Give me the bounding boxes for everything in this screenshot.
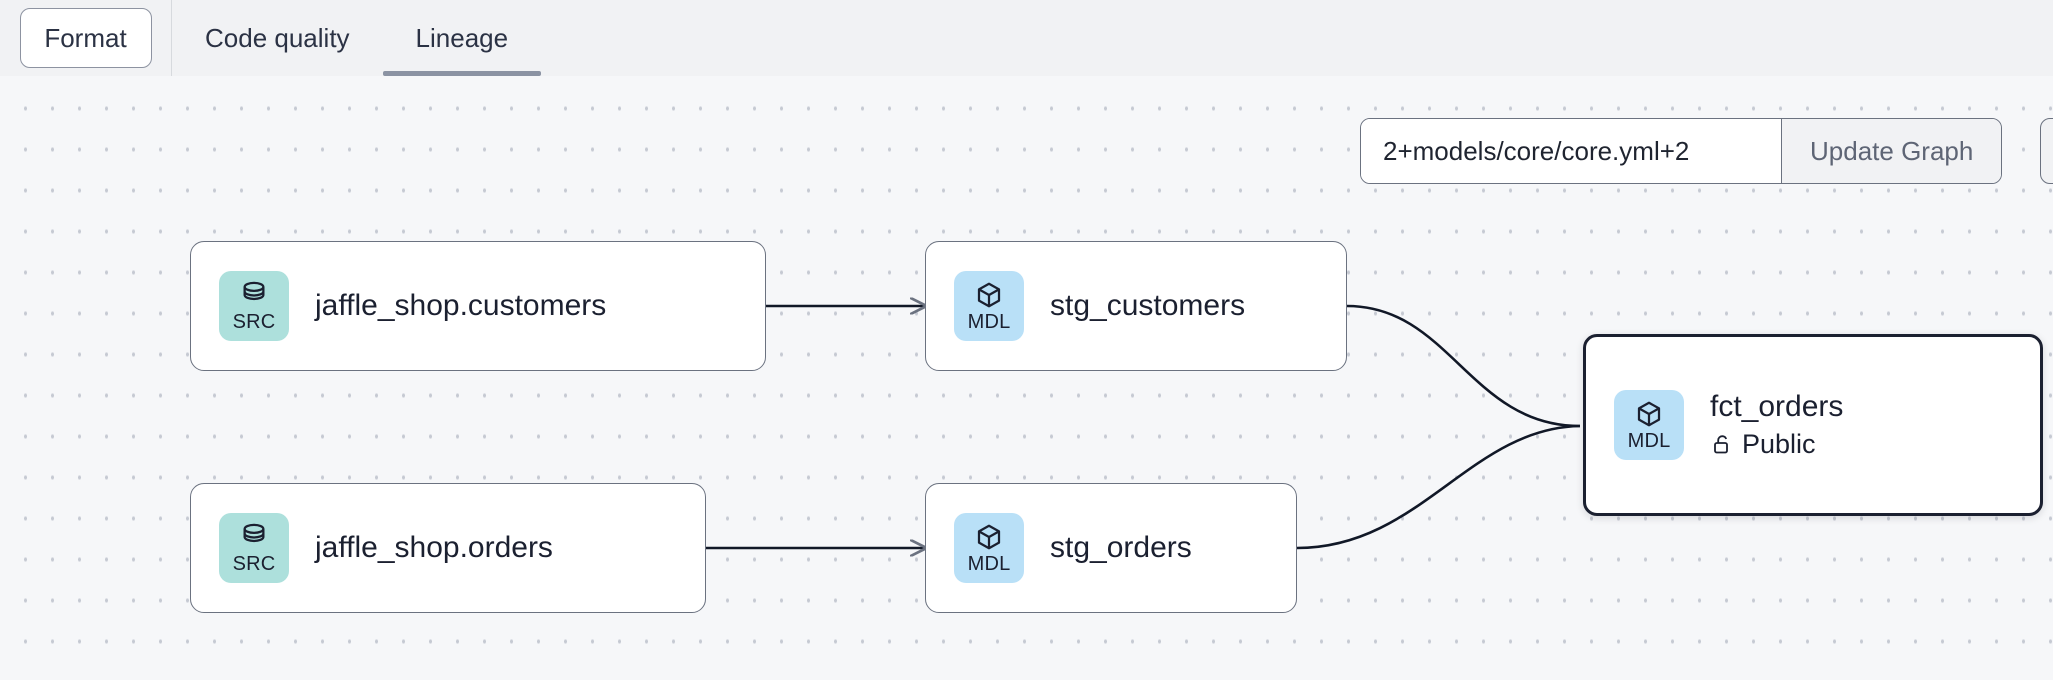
toolbar: Format Code quality Lineage xyxy=(0,0,2053,76)
unlock-icon xyxy=(1714,435,1728,454)
node-badge-mdl: MDL xyxy=(954,271,1024,341)
node-access-label: Public xyxy=(1742,428,1816,459)
node-title: stg_customers xyxy=(1050,288,1246,322)
edge-stg-orders-to-fct-orders xyxy=(1296,424,1581,550)
tab-bar: Code quality Lineage xyxy=(172,0,541,76)
node-text-group: jaffle_shop.customers xyxy=(315,289,606,324)
node-access-badge: Public xyxy=(1710,429,1843,460)
database-icon xyxy=(243,523,265,543)
graph-selector-controls: Update Graph xyxy=(1360,118,2003,184)
lineage-node-jaffle-shop-orders[interactable]: SRC jaffle_shop.orders xyxy=(190,483,706,613)
node-text-group: stg_orders xyxy=(1050,531,1192,566)
tab-code-quality[interactable]: Code quality xyxy=(205,22,350,53)
node-text-group: jaffle_shop.orders xyxy=(315,531,553,566)
cube-icon xyxy=(977,282,1001,308)
node-badge-mdl: MDL xyxy=(1614,390,1684,460)
node-title: jaffle_shop.customers xyxy=(315,288,607,322)
node-title: fct_orders xyxy=(1710,390,1844,424)
format-button[interactable]: Format xyxy=(19,8,152,68)
update-graph-button[interactable]: Update Graph xyxy=(1781,119,2002,183)
node-badge-label: SRC xyxy=(232,553,276,575)
lineage-canvas[interactable]: Update Graph SRC jaffle_shop.customers M… xyxy=(0,76,2053,680)
node-badge-label: MDL xyxy=(967,311,1011,333)
lineage-node-fct-orders[interactable]: MDL fct_orders Public xyxy=(1583,334,2043,516)
tab-lineage[interactable]: Lineage xyxy=(382,0,542,76)
node-title: stg_orders xyxy=(1050,530,1192,564)
node-text-group: fct_orders Public xyxy=(1710,390,1843,460)
dbt-selector-input[interactable] xyxy=(1361,119,1781,183)
node-badge-mdl: MDL xyxy=(954,513,1024,583)
node-badge-src: SRC xyxy=(219,513,289,583)
toolbar-left-group: Format xyxy=(0,0,172,76)
canvas-side-button-clipped[interactable] xyxy=(2040,118,2053,184)
node-badge-src: SRC xyxy=(219,271,289,341)
node-title: jaffle_shop.orders xyxy=(315,530,553,564)
lineage-node-stg-customers[interactable]: MDL stg_customers xyxy=(925,241,1347,371)
lineage-node-jaffle-shop-customers[interactable]: SRC jaffle_shop.customers xyxy=(190,241,766,371)
node-badge-label: MDL xyxy=(1627,430,1671,452)
node-badge-label: SRC xyxy=(232,311,276,333)
cube-icon xyxy=(1637,401,1661,427)
lineage-node-stg-orders[interactable]: MDL stg_orders xyxy=(925,483,1297,613)
cube-icon xyxy=(977,524,1001,550)
edge-stg-customers-to-fct-orders xyxy=(1346,304,1581,428)
node-badge-label: MDL xyxy=(967,553,1011,575)
node-text-group: stg_customers xyxy=(1050,289,1245,324)
database-icon xyxy=(243,281,265,301)
